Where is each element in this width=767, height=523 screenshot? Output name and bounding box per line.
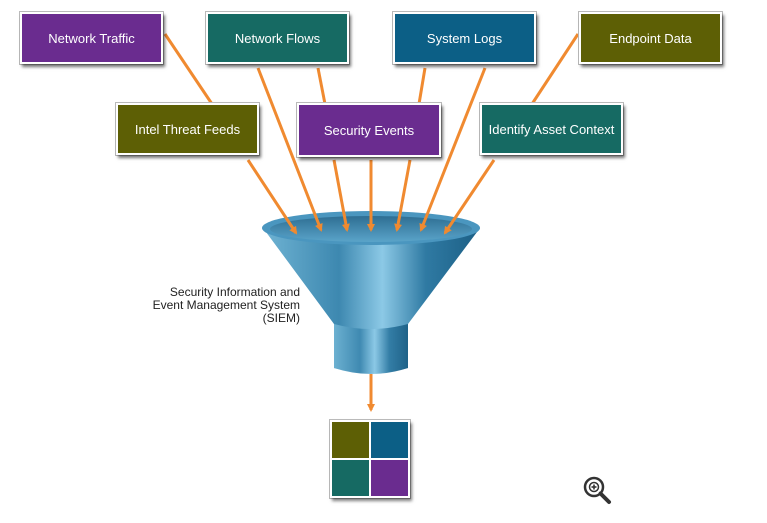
- arrow-identify-asset-context: [443, 159, 496, 235]
- arrow-system-logs-upper: [417, 67, 427, 105]
- source-endpoint-data: Endpoint Data: [579, 12, 722, 64]
- arrow-network-traffic-upper: [163, 33, 214, 105]
- arrow-network-flows: [256, 67, 323, 232]
- source-network-traffic: Network Traffic: [20, 12, 163, 64]
- arrow-endpoint-data-upper: [530, 33, 580, 105]
- source-intel-threat-feeds: Intel Threat Feeds: [116, 103, 259, 155]
- funnel-spout: [334, 324, 408, 374]
- siem-label-line-3: (SIEM): [262, 311, 300, 325]
- source-label: Network Flows: [234, 30, 321, 46]
- siem-label-line-2: Event Management System: [152, 298, 300, 312]
- output-cell-blue: [371, 422, 408, 458]
- arrow-system-logs: [419, 67, 487, 232]
- source-label: Endpoint Data: [609, 30, 692, 46]
- source-label: System Logs: [426, 30, 503, 46]
- siem-label-line-1: Security Information and: [169, 285, 300, 299]
- output-cell-purple: [371, 460, 408, 496]
- arrow-security-events-right: [394, 159, 412, 232]
- source-label: Identify Asset Context: [488, 121, 615, 137]
- source-system-logs: System Logs: [393, 12, 536, 64]
- source-label: Intel Threat Feeds: [134, 121, 241, 137]
- funnel-body: [263, 228, 480, 373]
- output-cell-teal: [332, 460, 369, 496]
- source-label: Security Events: [323, 122, 415, 138]
- siem-output-grid: [330, 420, 410, 498]
- source-identify-asset-context: Identify Asset Context: [480, 103, 623, 155]
- source-security-events: Security Events: [297, 103, 441, 157]
- zoom-in-icon[interactable]: [582, 475, 612, 505]
- arrow-intel-threat-feeds: [246, 159, 298, 235]
- siem-label: Security Information and Event Managemen…: [120, 286, 300, 325]
- source-network-flows: Network Flows: [206, 12, 349, 64]
- source-label: Network Traffic: [48, 30, 135, 46]
- input-arrows: [163, 33, 580, 412]
- arrow-security-events-left: [332, 159, 350, 232]
- output-cell-olive: [332, 422, 369, 458]
- arrow-security-events-upper: [316, 67, 327, 105]
